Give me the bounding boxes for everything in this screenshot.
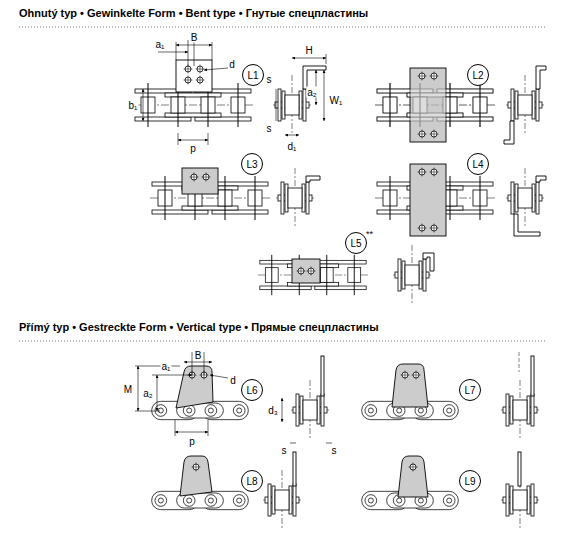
view-callout: L4 [467, 153, 489, 175]
view-callout: L3 [241, 153, 263, 175]
view-callout: L1 [242, 64, 264, 86]
dimension-label: d₁ [287, 141, 298, 152]
view-callout: L9 [459, 470, 481, 492]
dimension-label: s [266, 74, 273, 85]
dimension-label: s [266, 123, 273, 134]
callout-number: L5 [350, 238, 361, 249]
dimension-label: s [331, 445, 338, 456]
dimension-label: s [281, 445, 288, 456]
dimension-label: d₃ [267, 405, 279, 416]
view-callout: L6 [241, 379, 263, 401]
dimension-label: W₁ [329, 95, 344, 106]
view-callout: L8 [241, 470, 263, 492]
section-heading: Ohnutý typ • Gewinkelte Form • Bent type… [19, 6, 368, 20]
callout-number: L4 [472, 159, 483, 170]
view-callout: L5** [345, 232, 367, 254]
callout-number: L9 [464, 476, 475, 487]
view-callout: L2 [467, 64, 489, 86]
dimension-label: a₁ [155, 39, 166, 50]
dimension-label: a₂ [306, 87, 317, 98]
dimension-label: M [123, 384, 133, 395]
callout-number: L6 [246, 385, 257, 396]
dimension-label: a₂ [142, 388, 153, 399]
callout-number: L7 [464, 385, 475, 396]
section-heading: Přímý typ • Gestreckte Form • Vertical t… [19, 320, 379, 334]
callout-number: L2 [472, 70, 483, 81]
callout-number: L3 [246, 159, 257, 170]
callout-note: ** [366, 229, 373, 240]
dimension-label: b₁ [128, 100, 139, 111]
callout-number: L1 [247, 70, 258, 81]
view-callout: L7 [459, 379, 481, 401]
dimension-label: a₁ [161, 361, 172, 372]
dimension-label: d [228, 59, 236, 70]
dimension-label: p [189, 143, 197, 154]
dimension-label: H [304, 45, 313, 56]
dimension-label: p [188, 436, 196, 447]
dimension-label: d [229, 375, 237, 386]
dimension-label: B [190, 32, 199, 43]
dimension-label: B [194, 350, 203, 361]
callout-number: L8 [246, 476, 257, 487]
